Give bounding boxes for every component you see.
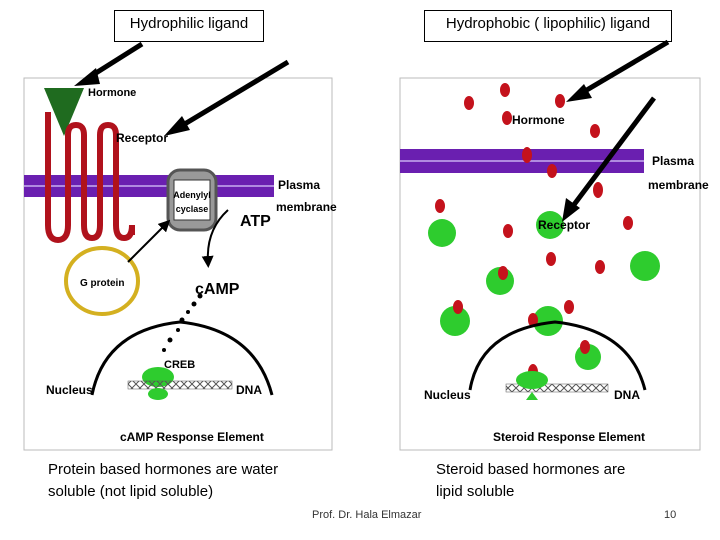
adenylyl-label-2: cyclase xyxy=(176,204,209,214)
page-number: 10 xyxy=(664,509,677,521)
creb-label: CREB xyxy=(164,359,195,371)
hydrophobic-ligand-label: Hydrophobic ( lipophilic) ligand xyxy=(424,10,672,42)
right-plasma-label-1: Plasma xyxy=(652,154,694,168)
left-receptor-label: Receptor xyxy=(116,131,168,145)
left-dna xyxy=(127,380,233,390)
right-plasma-label-2: membrane xyxy=(648,178,709,192)
g-protein-label: G protein xyxy=(80,278,124,289)
steroid-response-element-label: Steroid Response Element xyxy=(493,430,645,444)
right-hormone-label: Hormone xyxy=(512,113,565,127)
left-panel: Hormone Receptor Adenylyl cyclase ATP Pl… xyxy=(23,77,337,451)
footer-author: Prof. Dr. Hala Elmazar xyxy=(312,509,422,521)
g-protein-ellipse xyxy=(64,246,140,316)
left-plasma-label-2: membrane xyxy=(276,200,337,214)
hydrophilic-ligand-label: Hydrophilic ligand xyxy=(114,10,264,42)
right-panel: Hormone Plasma membrane Receptor Nucleus… xyxy=(399,77,709,451)
right-receptor-label: Receptor xyxy=(538,218,590,232)
left-caption: Protein based hormones are water soluble… xyxy=(48,459,278,503)
pointer-arrowheads xyxy=(74,68,592,222)
right-nucleus-label: Nucleus xyxy=(424,388,471,402)
left-caption-line-1: Protein based hormones are water xyxy=(48,461,279,478)
steroid-receptors xyxy=(428,211,660,370)
camp-response-element-label: cAMP Response Element xyxy=(120,430,264,444)
left-caption-line-2: soluble (not lipid soluble) xyxy=(48,483,214,500)
left-dna-label: DNA xyxy=(236,383,262,397)
right-caption: Steroid based hormones are lipid soluble xyxy=(436,459,625,503)
right-dna xyxy=(505,383,609,393)
left-hormone-label: Hormone xyxy=(88,87,136,99)
left-hormone-triangle xyxy=(44,88,84,136)
right-caption-line-1: Steroid based hormones are xyxy=(436,461,626,478)
left-plasma-label-1: Plasma xyxy=(278,178,320,192)
atp-label: ATP xyxy=(240,213,271,230)
steroid-hormones xyxy=(435,83,633,380)
camp-label: cAMP xyxy=(195,281,240,298)
right-caption-line-2: lipid soluble xyxy=(436,483,515,500)
left-nucleus-label: Nucleus xyxy=(46,383,93,397)
left-nucleus xyxy=(90,320,274,396)
right-dna-label: DNA xyxy=(614,388,640,402)
right-nucleus xyxy=(468,320,647,391)
left-receptor xyxy=(45,112,135,244)
adenylyl-label-1: Adenylyl xyxy=(173,190,211,200)
